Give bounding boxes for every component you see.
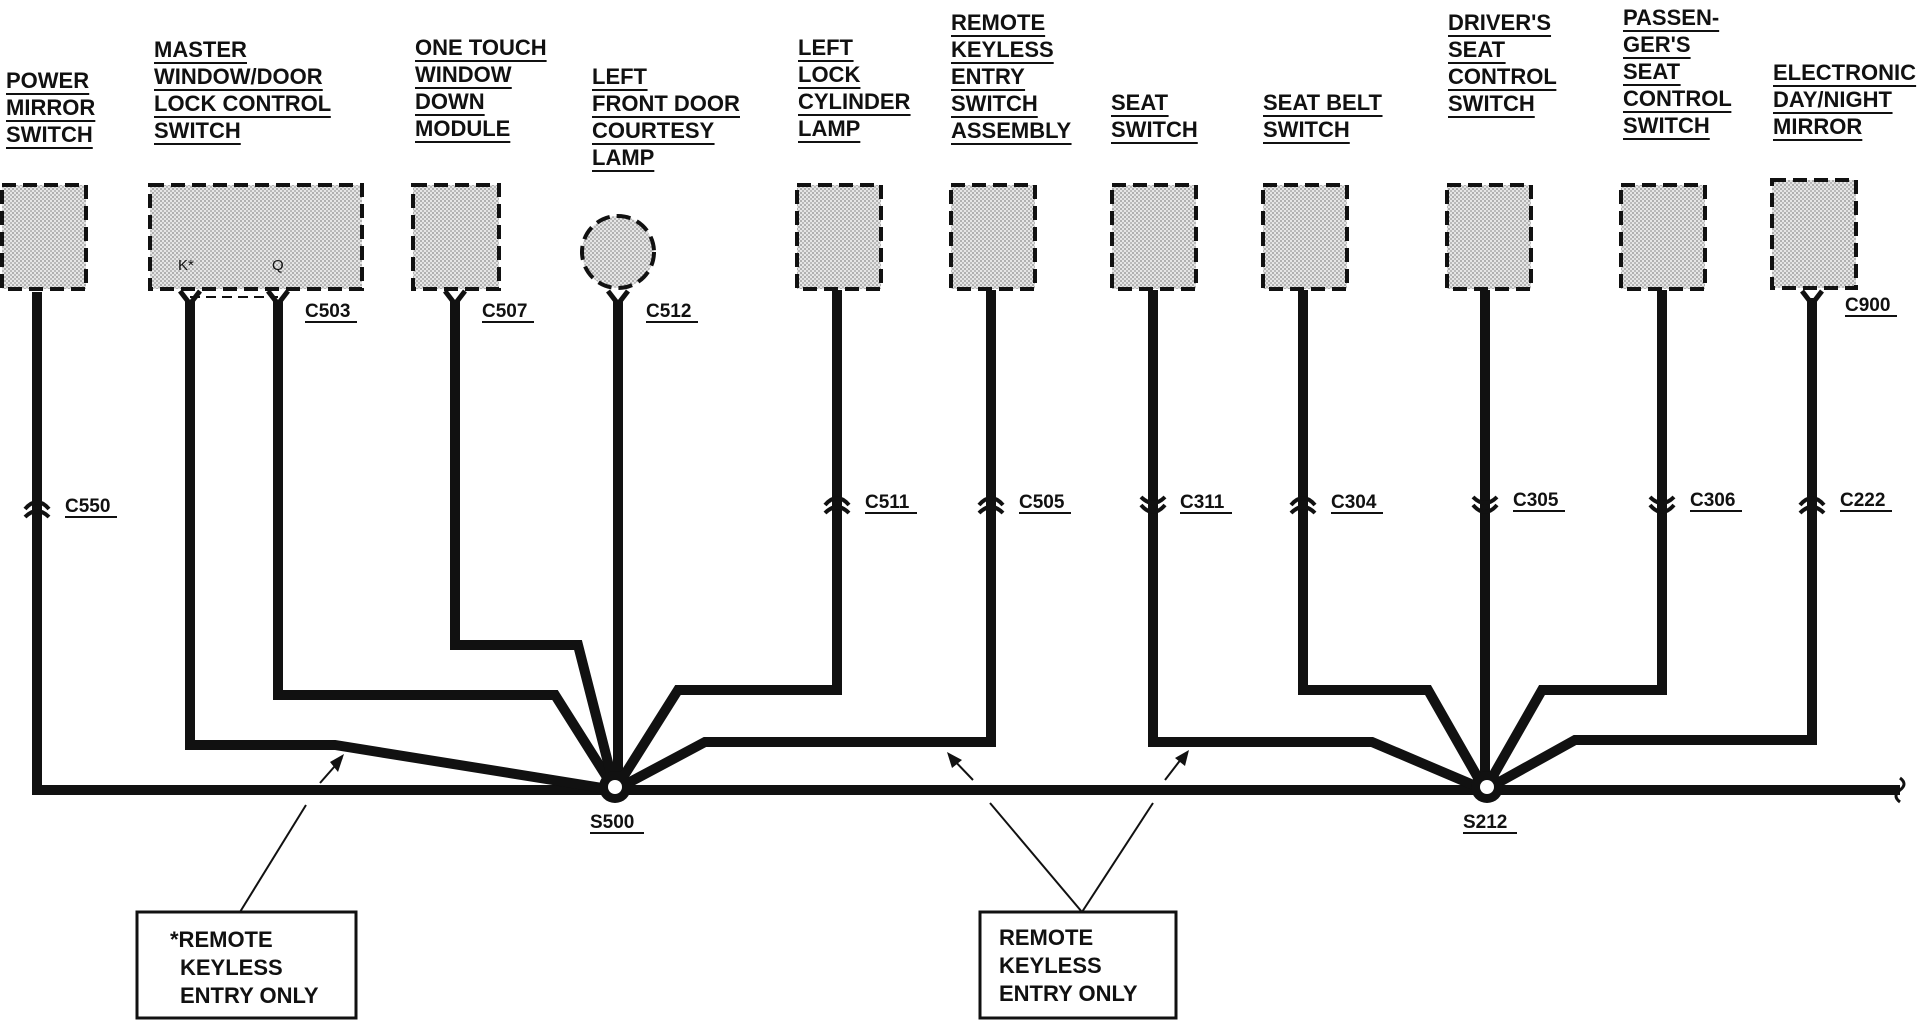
c505-connector-symbol bbox=[977, 496, 1005, 515]
day-night-mirror-wire bbox=[1482, 298, 1817, 795]
c900-label: C900 bbox=[1845, 295, 1890, 316]
bus-continuation-mark bbox=[1894, 776, 1906, 804]
c550-label: C550 bbox=[65, 496, 110, 517]
s212-label: S212 bbox=[1463, 812, 1507, 833]
one-touch-module-wire bbox=[450, 300, 620, 792]
lock-cylinder-lamp-wire bbox=[610, 290, 842, 793]
remote-keyless-entry-switch-assembly-box bbox=[949, 183, 1037, 291]
c511-label: C511 bbox=[865, 492, 910, 513]
master-switch-q-wire bbox=[273, 300, 620, 793]
drivers-seat-control-switch-label: DRIVER'S SEAT CONTROL SWITCH bbox=[1448, 10, 1563, 116]
c507-label: C507 bbox=[482, 301, 527, 322]
seat-switch-wire bbox=[1148, 290, 1487, 795]
left-lock-cylinder-lamp-box bbox=[795, 183, 883, 291]
electronic-day-night-mirror-label: ELECTRONIC DAY/NIGHT MIRROR bbox=[1773, 60, 1922, 139]
drivers-seat-control-switch-box bbox=[1445, 183, 1533, 291]
master-window-door-lock-control-switch-box bbox=[148, 183, 364, 291]
c311-label: C311 bbox=[1180, 492, 1225, 513]
note-2-arrowhead-right bbox=[1175, 750, 1189, 766]
one-touch-window-down-module-box bbox=[411, 183, 501, 291]
note-remote-keyless-box bbox=[978, 910, 1178, 1020]
pin-label-q: Q bbox=[272, 257, 284, 274]
note-1-arrowhead bbox=[330, 754, 344, 772]
c503-q-pin-symbol bbox=[266, 289, 290, 309]
seat-switch-box bbox=[1110, 183, 1198, 291]
c222-connector-symbol bbox=[1798, 496, 1826, 515]
seat-belt-switch-box bbox=[1261, 183, 1349, 291]
power-mirror-switch-label: POWER MIRROR SWITCH bbox=[6, 68, 101, 147]
left-front-door-courtesy-lamp-label: LEFT FRONT DOOR COURTESY LAMP bbox=[592, 64, 746, 170]
master-window-door-lock-control-switch-label: MASTER WINDOW/DOOR LOCK CONTROL SWITCH bbox=[154, 37, 337, 143]
c512-label: C512 bbox=[646, 301, 691, 322]
note-1-leader-line bbox=[239, 804, 307, 913]
electronic-day-night-mirror-box bbox=[1770, 178, 1858, 290]
c222-label: C222 bbox=[1840, 490, 1885, 511]
remote-keyless-entry-switch-assembly-label: REMOTE KEYLESS ENTRY SWITCH ASSEMBLY bbox=[951, 10, 1072, 143]
c505-label: C505 bbox=[1019, 492, 1065, 513]
master-switch-k-wire bbox=[185, 300, 616, 795]
remote-keyless-switch-wire bbox=[612, 290, 996, 795]
c512-pin-symbol bbox=[606, 289, 630, 309]
note-2-leader-right bbox=[1081, 802, 1154, 913]
note-remote-keyless-asterisk-box bbox=[135, 910, 358, 1020]
c503-k-pin-symbol bbox=[178, 289, 202, 309]
note-remote-keyless-asterisk-text: *REMOTE KEYLESS ENTRY ONLY bbox=[170, 927, 319, 1008]
seat-belt-switch-label: SEAT BELT SWITCH bbox=[1263, 90, 1388, 142]
c306-connector-symbol bbox=[1648, 495, 1676, 514]
c550-connector-symbol bbox=[23, 500, 51, 519]
left-lock-cylinder-lamp-label: LEFT LOCK CYLINDER LAMP bbox=[798, 35, 917, 141]
note-2-arrowhead-left bbox=[947, 752, 962, 768]
c306-label: C306 bbox=[1690, 490, 1735, 511]
c304-connector-symbol bbox=[1289, 496, 1317, 515]
seat-switch-label: SEAT SWITCH bbox=[1111, 90, 1198, 142]
ground-bus-wire bbox=[32, 292, 1900, 795]
c304-label: C304 bbox=[1331, 492, 1377, 513]
c507-pin-symbol bbox=[443, 289, 467, 309]
s500-label: S500 bbox=[590, 812, 634, 833]
pin-label-k: K* bbox=[178, 257, 194, 274]
c503-label: C503 bbox=[305, 301, 350, 322]
passengers-seat-control-wire bbox=[1480, 290, 1667, 793]
left-front-door-courtesy-lamp-symbol bbox=[580, 214, 656, 290]
c305-connector-symbol bbox=[1471, 495, 1499, 514]
c900-pin-symbol bbox=[1800, 289, 1824, 309]
seat-belt-switch-wire bbox=[1298, 290, 1490, 793]
note-remote-keyless-text: REMOTE KEYLESS ENTRY ONLY bbox=[999, 925, 1138, 1006]
c511-connector-symbol bbox=[823, 496, 851, 515]
note-2-leader-left bbox=[989, 802, 1083, 913]
power-mirror-switch-box bbox=[0, 183, 88, 291]
passengers-seat-control-switch-box bbox=[1619, 183, 1707, 291]
one-touch-window-down-module-label: ONE TOUCH WINDOW DOWN MODULE bbox=[415, 35, 553, 141]
c311-connector-symbol bbox=[1139, 495, 1167, 514]
passengers-seat-control-switch-label: PASSEN- GER'S SEAT CONTROL SWITCH bbox=[1623, 5, 1738, 138]
c305-label: C305 bbox=[1513, 490, 1559, 511]
